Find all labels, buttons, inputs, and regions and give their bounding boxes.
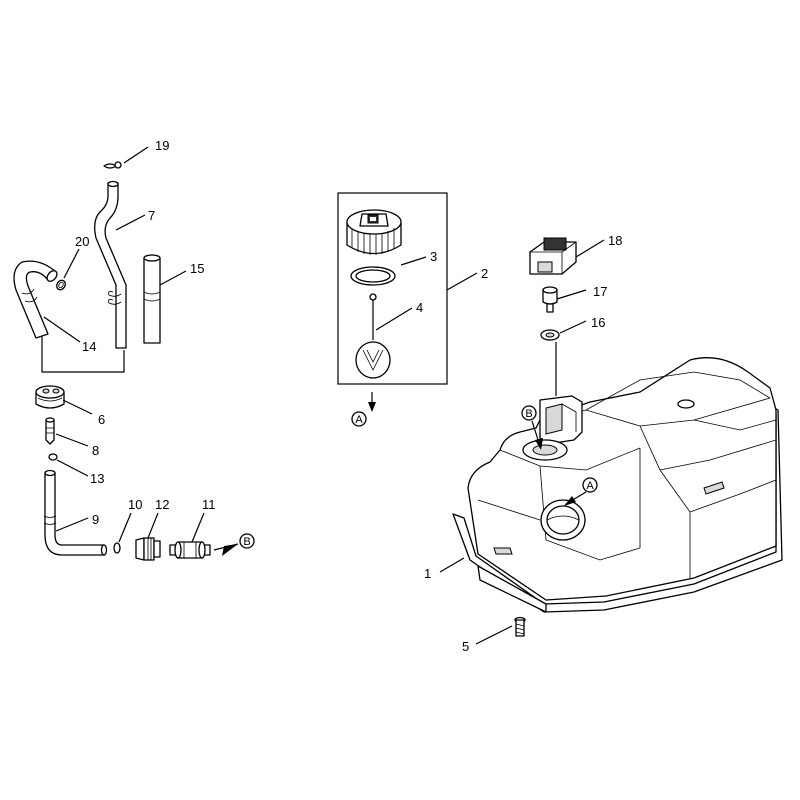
arrow-to-b-tank bbox=[531, 420, 543, 450]
part-17-sender bbox=[542, 286, 558, 313]
arrow-to-a-tank bbox=[564, 491, 587, 506]
callout-b-tank: B bbox=[521, 405, 537, 421]
part-8-fitting bbox=[45, 417, 55, 445]
part-19-clip bbox=[103, 161, 122, 169]
label-6: 6 bbox=[98, 412, 105, 427]
part-15-hose bbox=[143, 254, 161, 344]
svg-text:B: B bbox=[525, 408, 532, 420]
label-7: 7 bbox=[148, 208, 155, 223]
part-13-clamp bbox=[48, 453, 58, 461]
fuel-cap bbox=[346, 209, 402, 255]
label-3: 3 bbox=[430, 249, 437, 264]
svg-text:A: A bbox=[355, 414, 363, 426]
part-20-o-ring bbox=[56, 279, 66, 291]
label-17: 17 bbox=[593, 284, 607, 299]
part-3-gasket bbox=[350, 266, 396, 286]
label-12: 12 bbox=[155, 497, 169, 512]
label-5: 5 bbox=[462, 639, 469, 654]
label-4: 4 bbox=[416, 300, 423, 315]
arrow-to-b bbox=[213, 543, 239, 556]
part-16-bushing bbox=[540, 329, 560, 341]
label-11: 11 bbox=[202, 497, 216, 512]
label-20: 20 bbox=[75, 234, 89, 249]
part-4-strainer bbox=[355, 293, 391, 379]
label-19: 19 bbox=[155, 138, 169, 153]
arrow-to-a-cap bbox=[368, 392, 376, 412]
part-6-grommet bbox=[35, 385, 65, 409]
label-10: 10 bbox=[128, 497, 142, 512]
part-14-fuel-hose bbox=[13, 260, 58, 339]
part-11-fuel-filter bbox=[169, 541, 211, 559]
label-16: 16 bbox=[591, 315, 605, 330]
part-7-vent-hose bbox=[94, 180, 127, 349]
label-18: 18 bbox=[608, 233, 622, 248]
callout-a-tank: A bbox=[582, 477, 598, 493]
part-12-fitting bbox=[135, 537, 161, 561]
callout-a-cap: A bbox=[351, 411, 367, 427]
label-14: 14 bbox=[82, 339, 96, 354]
callout-b-filter: B bbox=[239, 533, 255, 549]
part-9-fuel-hose bbox=[43, 469, 108, 556]
label-2: 2 bbox=[481, 266, 488, 281]
label-8: 8 bbox=[92, 443, 99, 458]
svg-text:A: A bbox=[586, 480, 594, 492]
label-13: 13 bbox=[90, 471, 104, 486]
part-2-cap-assembly-box bbox=[337, 192, 448, 385]
label-1: 1 bbox=[424, 566, 431, 581]
part-18-fuel-gauge bbox=[529, 237, 577, 275]
leader-lines bbox=[43, 146, 605, 645]
part-5-screw bbox=[514, 616, 526, 637]
part-10-clamp bbox=[113, 542, 121, 554]
svg-text:B: B bbox=[243, 536, 250, 548]
hose-to-grommet-leaders bbox=[41, 336, 125, 373]
part-1-fuel-tank bbox=[452, 357, 783, 613]
label-9: 9 bbox=[92, 512, 99, 527]
part-number-labels: 19 7 20 15 14 6 8 13 9 10 12 11 3 2 4 18… bbox=[75, 138, 622, 654]
label-15: 15 bbox=[190, 261, 204, 276]
